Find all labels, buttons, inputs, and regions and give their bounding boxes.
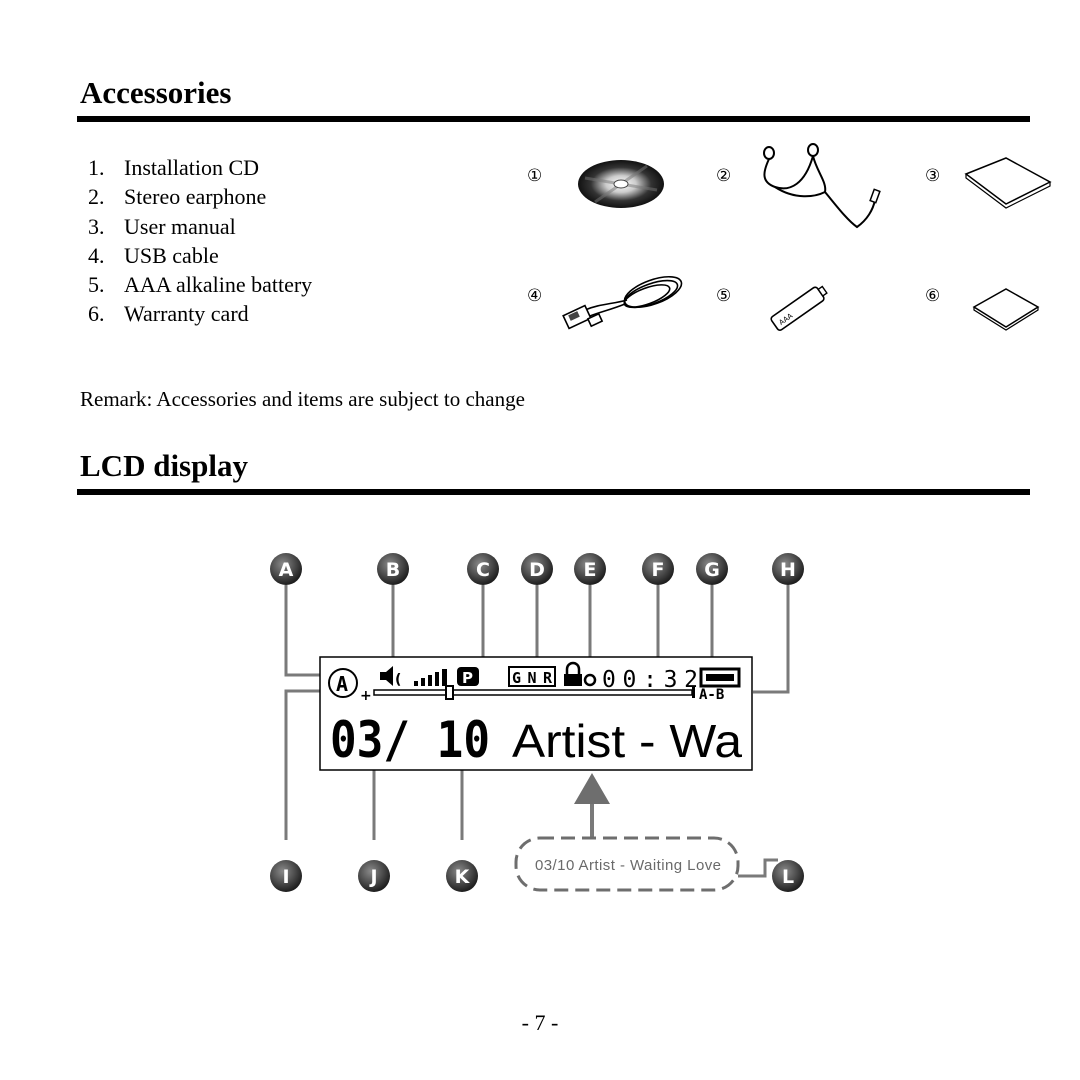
lcd-heading: LCD display <box>80 448 248 483</box>
remark-text: Remark: Accessories and items are subjec… <box>80 387 525 411</box>
callout-top-row: A B C D E F G H <box>270 553 804 585</box>
cd-icon <box>578 160 664 208</box>
callout-d-label: D <box>529 559 545 581</box>
play-mode-label: P <box>462 669 473 687</box>
volume-speaker-icon <box>380 666 393 686</box>
callout-b-badge <box>377 553 409 585</box>
play-mode-icon <box>457 667 479 686</box>
callout-h-label: H <box>780 559 796 581</box>
callout-k-badge <box>446 860 478 892</box>
figure-number-2: ② <box>716 166 732 186</box>
figure-number-1: ① <box>527 166 543 186</box>
page-number: - 7 - <box>521 1010 559 1035</box>
list-item: 5.AAA alkaline battery <box>88 272 313 298</box>
figure-number-3: ③ <box>925 166 941 186</box>
callout-i-badge <box>270 860 302 892</box>
progress-start-mark: + <box>360 688 372 704</box>
warranty-card-icon <box>972 288 1040 331</box>
list-item: 6.Warranty card <box>88 301 249 327</box>
equalizer-icon <box>508 666 556 687</box>
manual-icon <box>964 157 1052 209</box>
heading-rule <box>77 116 1030 122</box>
heading-rule <box>77 489 1030 495</box>
callout-d-badge <box>521 553 553 585</box>
usb-cable-icon <box>562 275 683 330</box>
scrolling-title: Artist - Wa <box>512 715 742 767</box>
repeat-mode-label: A <box>336 672 348 696</box>
callout-g-label: G <box>704 559 720 581</box>
lock-icon <box>564 661 597 687</box>
figure-number-5: ⑤ <box>716 286 732 306</box>
progress-thumb <box>445 685 454 700</box>
callout-f-label: F <box>652 559 665 581</box>
list-item: 2.Stereo earphone <box>88 184 267 210</box>
callout-c-label: C <box>476 559 490 581</box>
figure-number-6: ⑥ <box>925 286 941 306</box>
track-number: 03/ 10 <box>330 711 490 769</box>
battery-icon: AAA <box>770 285 828 331</box>
scroll-arrow-icon <box>574 773 610 804</box>
callout-a-label: A <box>279 559 294 581</box>
callout-e-label: E <box>584 559 597 581</box>
callout-l-badge <box>772 860 804 892</box>
accessories-list: 1.Installation CD 2.Stereo earphone 3.Us… <box>88 153 312 329</box>
callout-a-badge <box>270 553 302 585</box>
battery-level-icon <box>699 667 741 688</box>
callout-e-badge <box>574 553 606 585</box>
progress-row: + A-B <box>360 685 724 704</box>
mute-mark: ( <box>395 672 401 688</box>
lcd-diagram: A ( P GNR 00:32 + A-B 03/ 1 <box>270 553 804 892</box>
callout-b-label: B <box>386 559 400 581</box>
list-item: 1.Installation CD <box>88 155 260 180</box>
callout-bottom-row: I J K L <box>270 860 804 892</box>
figure-number-4: ④ <box>527 286 543 306</box>
callout-i-label: I <box>282 866 289 888</box>
callout-k-label: K <box>455 866 471 888</box>
list-item: 3.User manual <box>88 213 236 239</box>
earphone-icon <box>763 143 881 229</box>
full-title-bubble <box>514 836 740 892</box>
repeat-mode-icon <box>328 668 358 698</box>
equalizer-label: GNR <box>512 669 553 687</box>
ab-repeat-label: A-B <box>699 687 724 703</box>
list-item: 4.USB cable <box>88 242 219 268</box>
callout-l-label: L <box>782 866 794 888</box>
progress-end-mark <box>692 687 695 698</box>
full-title-text: 03/10 Artist - Waiting Love <box>535 857 721 874</box>
callout-f-badge <box>642 553 674 585</box>
callout-h-badge <box>772 553 804 585</box>
callout-j-badge <box>358 860 390 892</box>
accessories-heading: Accessories <box>80 75 232 110</box>
volume-level-bars <box>414 669 447 686</box>
callout-j-label: J <box>368 866 377 888</box>
callout-c-badge <box>467 553 499 585</box>
callout-g-badge <box>696 553 728 585</box>
